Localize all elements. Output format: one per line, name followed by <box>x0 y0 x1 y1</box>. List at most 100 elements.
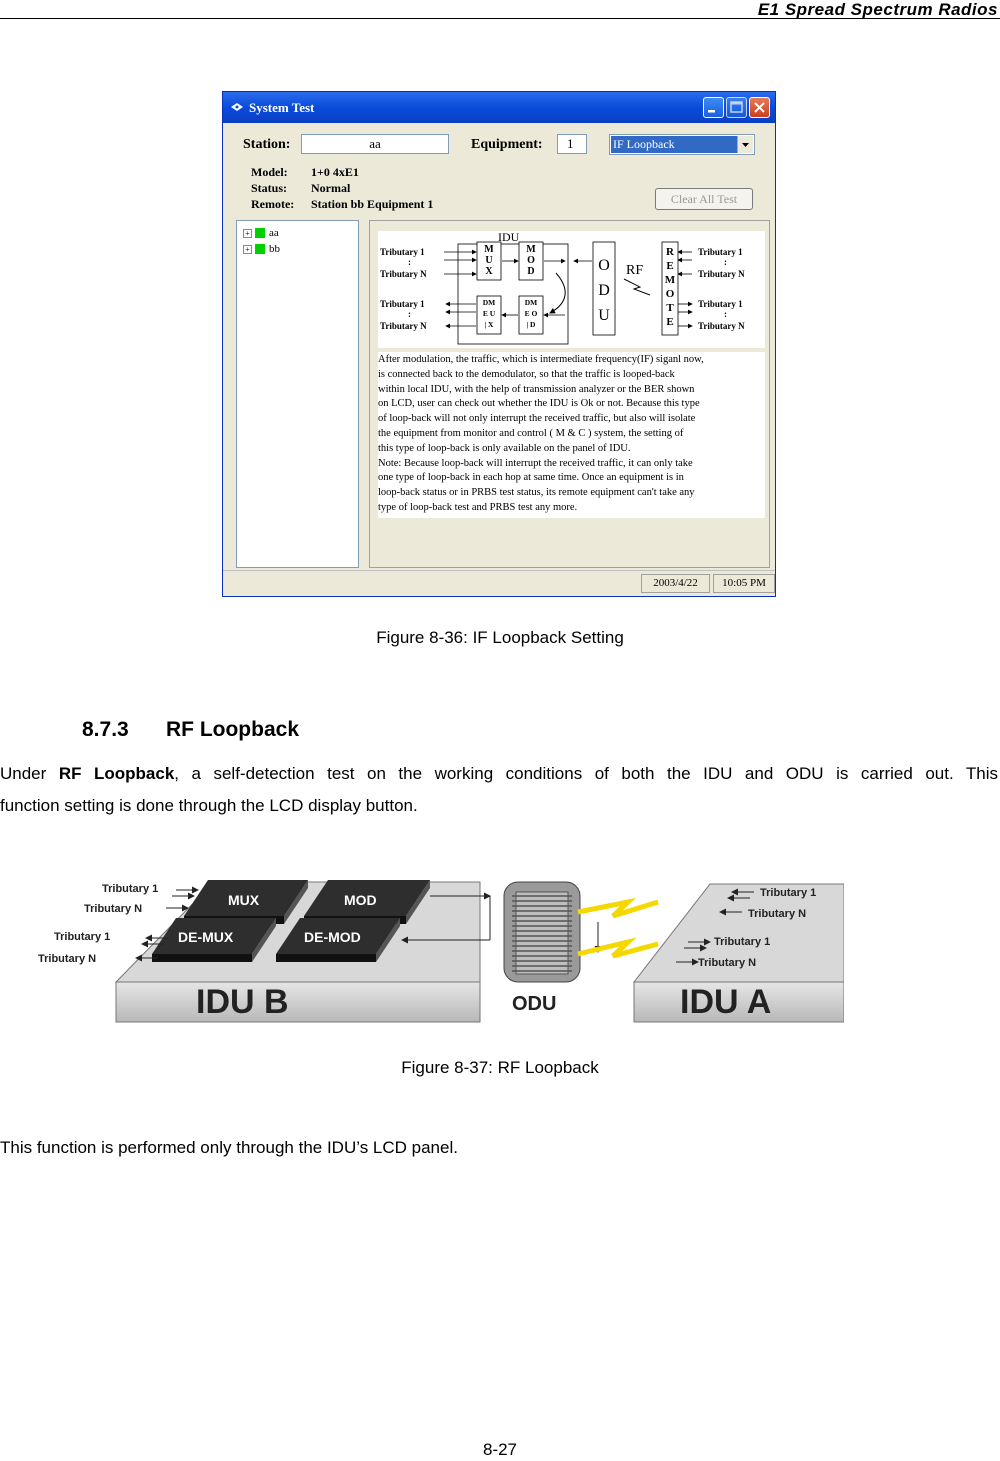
remote-key: Remote: <box>251 197 295 211</box>
dropdown-arrow[interactable] <box>737 136 753 153</box>
tree-node-aa[interactable]: + aa <box>243 227 279 239</box>
remote-letter: O <box>666 288 675 300</box>
odu-unit <box>503 881 581 983</box>
section-heading: 8.7.3 RF Loopback <box>82 718 299 742</box>
paragraph-1-line-2: function setting is done through the LCD… <box>0 796 418 815</box>
dots-label: : <box>724 257 727 267</box>
model-value: 1+0 4xE1 <box>311 165 359 179</box>
section-number: 8.7.3 <box>82 718 129 741</box>
close-button[interactable] <box>749 97 770 118</box>
remote-tribn-tx-label: Tributary N <box>698 269 745 279</box>
loopback-type-select[interactable]: IF Loopback <box>609 134 755 155</box>
tree-node-label: bb <box>269 243 280 255</box>
demod-label: DE-MOD <box>304 929 361 945</box>
station-input[interactable]: aa <box>301 134 449 154</box>
odu-letter: D <box>598 282 610 299</box>
rf-bolt-icon <box>623 278 651 296</box>
window-title: System Test <box>249 100 315 115</box>
demux-text: E U <box>483 309 496 318</box>
model-key: Model: <box>251 165 288 179</box>
odu-letter: U <box>598 307 610 324</box>
description-line: this type of loop-back is only available… <box>378 442 631 454</box>
description-line: Note: Because loop-back will interrupt t… <box>378 457 693 469</box>
mod-letter: O <box>527 255 535 266</box>
mod-label: MOD <box>344 892 377 908</box>
description-line: is connected back to the demodulator, so… <box>378 368 675 380</box>
trib1-rx-label: Tributary 1 <box>380 299 425 309</box>
expand-icon[interactable]: + <box>243 228 252 238</box>
maximize-button[interactable] <box>726 97 747 118</box>
demux-text: DM <box>483 298 496 307</box>
tree-node-bb[interactable]: + bb <box>243 243 280 255</box>
dots-label: : <box>408 309 411 319</box>
remote-trib1-tx-label: Tributary 1 <box>698 247 743 257</box>
loopback-arrow <box>549 272 566 314</box>
demod-text: E O <box>525 309 538 318</box>
demod-text: | D <box>527 320 537 329</box>
loopback-description: After modulation, the traffic, which is … <box>378 352 765 518</box>
remote-letter: M <box>665 274 676 286</box>
app-icon <box>231 103 243 111</box>
section-title: RF Loopback <box>166 718 300 741</box>
description-line: on LCD, user can check out whether the I… <box>378 398 700 410</box>
description-line: the equipment from monitor and control (… <box>378 428 684 439</box>
demod-block <box>518 295 544 335</box>
remote-letter: R <box>666 246 675 258</box>
minimize-button[interactable] <box>703 97 724 118</box>
loopback-selected-value: IF Loopback <box>611 136 737 153</box>
mux-letter: X <box>485 266 493 277</box>
description-line: of loop-back will not only interrupt the… <box>378 413 696 425</box>
rf-loopback-figure: IDU B MUX MOD DE-MUX DE-MOD Tributary 1 … <box>38 880 844 1023</box>
station-tree: + aa + bb <box>236 220 359 568</box>
tribn-rx-label: Tributary N <box>380 321 427 331</box>
rf-label: RF <box>626 263 643 278</box>
paragraph-2: This function is performed only through … <box>0 1138 458 1157</box>
remote-trib1-rx-label: Tributary 1 <box>698 299 743 309</box>
idu-frame <box>457 243 569 345</box>
mod-block <box>518 241 544 281</box>
status-row: Status:Normal <box>251 181 350 196</box>
demod-block <box>276 918 400 962</box>
status-value: Normal <box>311 181 351 195</box>
dots-label: : <box>408 257 411 267</box>
idu-b-tribn-rx: Tributary N <box>38 953 96 965</box>
mod-letter: D <box>527 266 534 277</box>
page-number: 8-27 <box>482 1440 518 1459</box>
mux-letter: M <box>484 244 494 255</box>
idu-b-label: IDU B <box>196 983 289 1021</box>
status-time: 10:05 PM <box>713 574 775 593</box>
idu-a-tribn-tx: Tributary N <box>748 908 806 920</box>
para-bold-term: RF Loopback <box>58 764 175 783</box>
system-test-window: System Test Station: aa Equipment: 1 IF … <box>222 91 776 597</box>
demux-label: DE-MUX <box>178 929 234 945</box>
description-line: After modulation, the traffic, which is … <box>378 354 704 365</box>
station-status-icon <box>255 228 265 239</box>
remote-letter: E <box>666 316 673 328</box>
figure-37-caption: Figure 8-37: RF Loopback <box>401 1058 599 1077</box>
demux-block <box>152 918 276 962</box>
tree-node-label: aa <box>269 227 279 239</box>
remote-block <box>661 241 679 336</box>
description-line: within local IDU, with the help of trans… <box>378 383 695 395</box>
status-date: 2003/4/22 <box>641 574 710 593</box>
paragraph-1-line-1: Under RF Loopback, a self-detection test… <box>0 758 998 790</box>
close-icon <box>754 102 765 113</box>
clear-all-test-button[interactable]: Clear All Test <box>655 188 753 210</box>
equipment-label: Equipment: <box>471 137 543 152</box>
description-line: one type of loop-back in each hop at sam… <box>378 472 684 484</box>
idu-a-tribn-rx: Tributary N <box>698 957 756 969</box>
remote-letter: E <box>666 260 673 272</box>
equipment-input[interactable]: 1 <box>557 134 587 154</box>
expand-icon[interactable]: + <box>243 244 252 254</box>
title-bar[interactable]: System Test <box>223 92 775 123</box>
trib1-tx-label: Tributary 1 <box>380 247 425 257</box>
odu-block <box>592 241 616 336</box>
remote-tribn-rx-label: Tributary N <box>698 321 745 331</box>
status-bar: 2003/4/22 10:05 PM <box>223 570 775 596</box>
rf-bolt-icon <box>577 937 659 959</box>
figure-36-caption: Figure 8-36: IF Loopback Setting <box>376 628 624 647</box>
odu-label: ODU <box>512 993 556 1015</box>
mux-letter: U <box>485 255 492 266</box>
idu-label: IDU <box>498 231 520 244</box>
idu-b-trib1-tx: Tributary 1 <box>102 883 158 895</box>
